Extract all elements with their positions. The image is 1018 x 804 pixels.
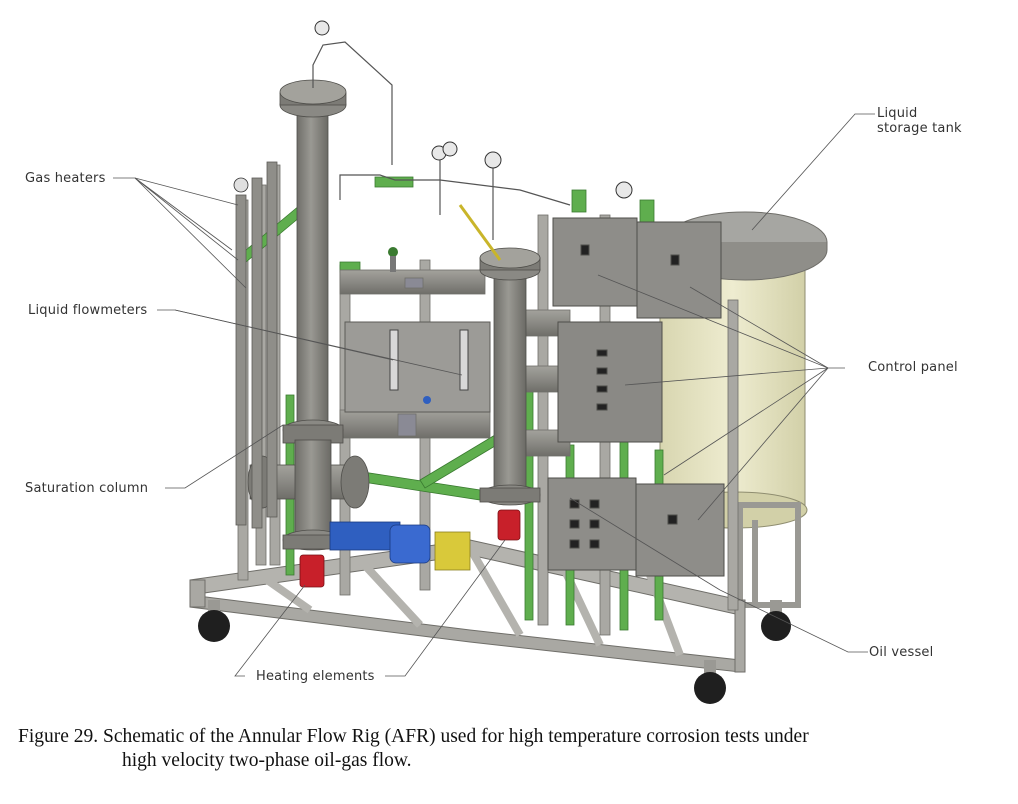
caption-line-1: Figure 29. Schematic of the Annular Flow…	[18, 726, 809, 747]
liquid-flowmeters	[344, 321, 491, 413]
label-liquid-storage-tank-line2: storage tank	[877, 121, 962, 136]
pressure-gauges	[314, 20, 633, 199]
control-panels	[547, 217, 725, 577]
horizontal-pipes	[339, 269, 571, 457]
pump	[329, 521, 471, 571]
leader-lines	[113, 113, 875, 677]
afr-schematic-figure: Gas heaters Liquid flowmeters Saturation…	[25, 20, 962, 704]
second-column	[479, 247, 541, 506]
label-liquid-storage-tank-line1: Liquid	[877, 106, 918, 121]
label-control-panel: Control panel	[868, 360, 958, 375]
heating-elements	[299, 509, 521, 588]
instrument-tubing	[312, 41, 571, 261]
caption-line-2: high velocity two-phase oil-gas flow.	[122, 750, 412, 771]
label-oil-vessel: Oil vessel	[869, 645, 934, 660]
caster-wheels	[198, 600, 791, 704]
rig-drawing	[113, 20, 875, 704]
label-saturation-column: Saturation column	[25, 481, 149, 496]
label-heating-elements: Heating elements	[256, 669, 375, 684]
label-gas-heaters: Gas heaters	[25, 171, 106, 186]
label-liquid-storage-tank: Liquid storage tank	[877, 106, 962, 136]
label-liquid-flowmeters: Liquid flowmeters	[28, 303, 148, 318]
valve	[388, 247, 398, 272]
gas-heater-tubes	[233, 161, 278, 529]
figure-caption: Figure 29. Schematic of the Annular Flow…	[18, 725, 1008, 773]
